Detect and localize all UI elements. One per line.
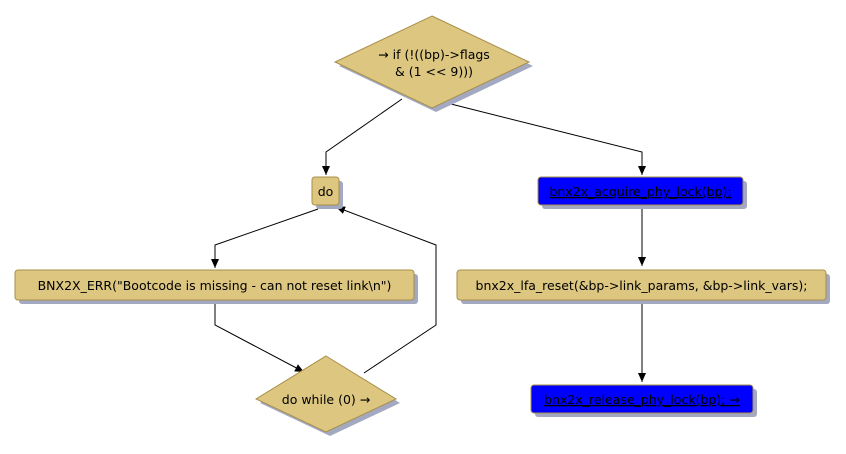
do-node-label: do <box>318 184 334 199</box>
err-node-shape <box>14 269 415 301</box>
acquire-node[interactable]: bnx2x_acquire_phy_lock(bp); <box>537 176 747 209</box>
lfa-reset-node-label: bnx2x_lfa_reset(&bp->link_params, &bp->l… <box>476 278 808 293</box>
release-node-label[interactable]: bnx2x_release_phy_lock(bp); → <box>544 392 740 407</box>
if-decision-node: → if (!((bp)->flags & (1 << 9))) <box>333 15 533 112</box>
if-decision-line2: & (1 << 9))) <box>395 64 473 79</box>
release-node[interactable]: bnx2x_release_phy_lock(bp); → <box>530 384 757 417</box>
release-node-shape[interactable] <box>530 384 754 414</box>
lfa-reset-node: bnx2x_lfa_reset(&bp->link_params, &bp->l… <box>456 269 830 304</box>
edges <box>211 98 646 382</box>
acquire-node-label[interactable]: bnx2x_acquire_phy_lock(bp); <box>549 184 731 199</box>
err-node-label: BNX2X_ERR("Bootcode is missing - can not… <box>38 278 392 293</box>
while-decision-label: do while (0) → <box>282 392 370 407</box>
acquire-node-shape[interactable] <box>537 176 744 206</box>
lfa-reset-node-shape <box>456 269 827 301</box>
while-decision-node: do while (0) → <box>254 355 400 436</box>
do-node: do <box>311 176 343 209</box>
do-node-shape <box>311 176 340 206</box>
edge-if-to-acquire <box>446 102 646 175</box>
edge-while-loop-back <box>335 206 437 374</box>
while-decision-shape <box>254 355 398 433</box>
edge-err-to-while <box>214 300 305 373</box>
edge-do-to-err <box>211 208 319 268</box>
if-decision-line1: → if (!((bp)->flags <box>378 47 490 62</box>
err-node: BNX2X_ERR("Bootcode is missing - can not… <box>14 269 418 304</box>
edge-if-to-do <box>322 98 403 175</box>
if-decision-shape <box>333 15 531 109</box>
